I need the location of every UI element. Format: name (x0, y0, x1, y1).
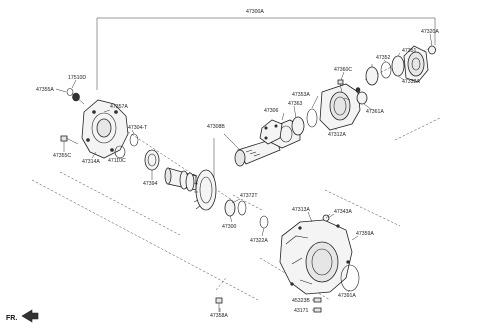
callout-47300A: 47300A (246, 9, 264, 15)
callout-45323B: 45323B (292, 298, 310, 304)
snap-ring-part-2 (380, 61, 392, 79)
nut-part (428, 45, 436, 55)
callout-47332A: 47332A (402, 79, 420, 85)
pinion-shaft-part (234, 139, 281, 167)
mounting-bolt-part (215, 297, 223, 312)
callout-47343A: 47343A (334, 209, 352, 215)
callout-47300: 47300 (222, 224, 237, 230)
callout-47359A: 47359A (356, 231, 374, 237)
callout-47357A: 47357A (110, 104, 128, 110)
callout-47361A: 47361A (366, 109, 384, 115)
bearing-cup-part (291, 116, 305, 136)
callout-43171: 43171 (294, 308, 309, 314)
callout-47363: 47363 (288, 101, 303, 107)
callout-47322A: 47322A (250, 238, 268, 244)
o-ring-part (259, 215, 269, 229)
ring-gear-part (192, 169, 217, 211)
callout-47313A: 47313A (292, 207, 310, 213)
fr-label: FR. (6, 315, 17, 322)
output-housing-part (319, 83, 361, 131)
breather-part (322, 213, 331, 222)
callout-47308B: 47308B (207, 124, 225, 130)
snap-ring-part (237, 200, 247, 216)
callout-47394: 47394 (143, 181, 158, 187)
callout-47306: 47306 (264, 108, 279, 114)
seal-part (356, 91, 368, 105)
callout-47355C: 47355C (53, 153, 71, 159)
front-direction-marker: FR. (6, 309, 39, 323)
callout-47304T: 47304-T (128, 125, 148, 131)
callout-17510D: 17510D (68, 75, 86, 81)
callout-47352: 47352 (376, 55, 391, 61)
callout-47312A: 47312A (328, 132, 346, 138)
seal-ring-part (129, 133, 139, 147)
o-ring-part-2 (306, 108, 318, 128)
callout-47355A: 47355A (36, 87, 54, 93)
callout-47314A: 47314A (82, 159, 100, 165)
bearing-part (144, 149, 160, 171)
callout-47358A: 47358A (210, 313, 228, 319)
plug-part (355, 87, 361, 93)
callout-47320A: 47320A (421, 29, 439, 35)
callout-labels: 47300A 47320A 47351 47352 47332A 47360C … (36, 9, 439, 319)
output-flange-part (403, 45, 429, 83)
cover-plate-part (259, 119, 283, 145)
callout-47351: 47351 (402, 48, 417, 54)
bolt-part (60, 135, 79, 145)
transfer-case-housing-part (279, 219, 353, 295)
callout-47110C: 47110C (108, 158, 126, 164)
callout-47360C: 47360C (334, 67, 352, 73)
screw-part (337, 79, 344, 93)
bearing-part-3 (391, 55, 405, 77)
drain-plug-part (313, 297, 322, 303)
callout-47372T: 47372T (240, 193, 258, 199)
callout-47391A: 47391A (338, 293, 356, 299)
plug-and-washer-part (66, 88, 85, 105)
front-housing-part (81, 99, 129, 159)
fill-plug-part (313, 307, 322, 313)
alignment-dashes (31, 47, 441, 301)
assembly-bracket (96, 17, 436, 178)
leader-lines (55, 33, 433, 312)
input-shaft-part (164, 167, 197, 192)
front-arrow-icon (21, 309, 39, 323)
bearing-part-2 (365, 66, 379, 86)
callout-47353A: 47353A (292, 92, 310, 98)
large-o-ring-part (340, 264, 360, 292)
